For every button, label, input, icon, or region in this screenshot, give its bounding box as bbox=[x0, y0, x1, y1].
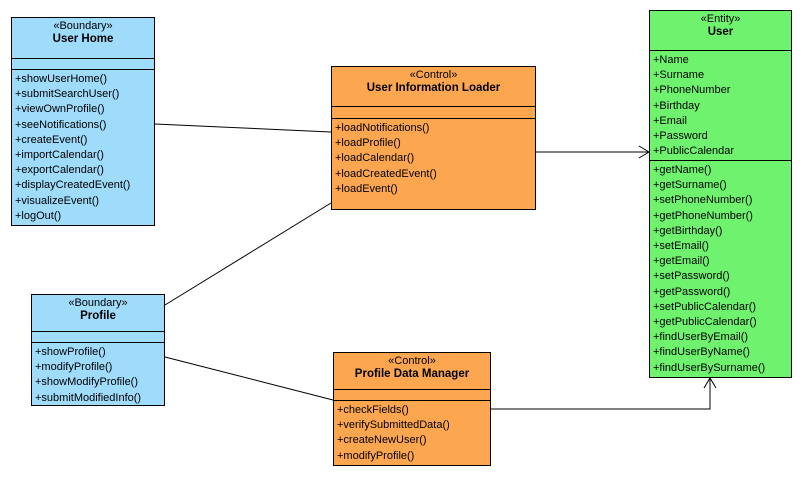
operation: +getEmail() bbox=[653, 255, 710, 268]
operation: +createEvent() bbox=[15, 133, 88, 146]
arrowhead-manager-user bbox=[703, 377, 717, 389]
stereotype-label: «Control» bbox=[409, 69, 458, 81]
attribute: +Birthday bbox=[653, 99, 700, 112]
class-name: User Home bbox=[52, 33, 114, 45]
association-profile-loader bbox=[164, 202, 332, 306]
class-name: Profile bbox=[80, 310, 116, 322]
operation: +getPassword() bbox=[653, 285, 731, 298]
class-user-information-loader[interactable]: «Control» User Information Loader +loadN… bbox=[331, 66, 536, 210]
class-name: User Information Loader bbox=[366, 82, 501, 94]
attribute: +PhoneNumber bbox=[653, 84, 731, 97]
class-header: «Entity» User bbox=[650, 11, 791, 50]
operation: +checkFields() bbox=[337, 404, 409, 416]
class-header: «Control» Profile Data Manager bbox=[334, 353, 490, 389]
attributes-compartment bbox=[334, 389, 490, 400]
operation: +getPublicCalendar() bbox=[653, 316, 757, 329]
operation: +showProfile() bbox=[35, 346, 106, 358]
operation: +loadEvent() bbox=[335, 182, 398, 195]
class-name: Profile Data Manager bbox=[354, 368, 470, 380]
operation: +seeNotifications() bbox=[15, 118, 107, 131]
operation: +viewOwnProfile() bbox=[15, 103, 105, 116]
operation: +setPhoneNumber() bbox=[653, 194, 753, 207]
operations-compartment: +checkFields() +verifySubmittedData() +c… bbox=[334, 400, 490, 466]
attributes-compartment bbox=[12, 58, 154, 69]
operation: +findUserByEmail() bbox=[653, 331, 749, 344]
operation: +showModifyProfile() bbox=[35, 376, 139, 389]
operation: +findUserByName() bbox=[653, 346, 750, 359]
operations-compartment: +loadNotifications() +loadProfile() +loa… bbox=[332, 118, 535, 199]
operation: +setPassword() bbox=[653, 270, 730, 283]
operations-compartment: +getName() +getSurname() +setPhoneNumber… bbox=[650, 160, 791, 378]
attribute: +PublicCalendar bbox=[653, 145, 735, 158]
operation: +visualizeEvent() bbox=[15, 194, 100, 207]
attributes-compartment: +Name +Surname +PhoneNumber +Birthday +E… bbox=[650, 50, 791, 160]
class-name: User bbox=[707, 26, 734, 38]
association-manager-user bbox=[491, 378, 711, 410]
operation: +submitModifiedInfo() bbox=[35, 391, 142, 404]
operations-compartment: +showProfile() +modifyProfile() +showMod… bbox=[32, 342, 164, 408]
class-header: «Boundary» User Home bbox=[12, 18, 154, 58]
attribute: +Surname bbox=[653, 69, 705, 82]
class-profile-data-manager[interactable]: «Control» Profile Data Manager +checkFie… bbox=[333, 352, 491, 466]
operation: +createNewUser() bbox=[337, 434, 427, 447]
class-header: «Boundary» Profile bbox=[32, 295, 164, 331]
operation: +showUserHome() bbox=[15, 73, 107, 85]
operation: +loadNotifications() bbox=[335, 122, 430, 134]
attribute: +Email bbox=[653, 114, 687, 127]
attributes-compartment bbox=[32, 331, 164, 342]
operation: +loadCreatedEvent() bbox=[335, 167, 437, 180]
stereotype-label: «Boundary» bbox=[53, 20, 113, 32]
class-user-home[interactable]: «Boundary» User Home +showUserHome() +su… bbox=[11, 17, 155, 226]
operation: +logOut() bbox=[15, 209, 62, 222]
attribute: +Password bbox=[653, 130, 708, 143]
class-profile[interactable]: «Boundary» Profile +showProfile() +modif… bbox=[31, 294, 165, 406]
association-profile-manager bbox=[164, 356, 334, 401]
operation: +loadCalendar() bbox=[335, 152, 415, 165]
operation: +setEmail() bbox=[653, 240, 709, 253]
stereotype-label: «Entity» bbox=[700, 13, 741, 25]
operation: +verifySubmittedData() bbox=[337, 419, 450, 432]
attribute: +Name bbox=[653, 54, 689, 66]
operations-compartment: +showUserHome() +submitSearchUser() +vie… bbox=[12, 69, 154, 226]
operation: +loadProfile() bbox=[335, 137, 401, 150]
operation: +getPhoneNumber() bbox=[653, 209, 753, 222]
association-userhome-loader bbox=[154, 123, 332, 133]
operation: +findUserBySurname() bbox=[653, 361, 766, 374]
class-user[interactable]: «Entity» User +Name +Surname +PhoneNumbe… bbox=[649, 10, 792, 378]
operation: +modifyProfile() bbox=[337, 449, 415, 462]
operation: +setPublicCalendar() bbox=[653, 300, 757, 313]
operation: +getName() bbox=[653, 164, 712, 176]
operation: +submitSearchUser() bbox=[15, 88, 120, 101]
stereotype-label: «Control» bbox=[388, 355, 436, 367]
operation: +exportCalendar() bbox=[15, 164, 104, 177]
class-header: «Control» User Information Loader bbox=[332, 67, 535, 106]
operation: +modifyProfile() bbox=[35, 361, 113, 374]
operation: +importCalendar() bbox=[15, 149, 104, 162]
attributes-compartment bbox=[332, 106, 535, 118]
operation: +displayCreatedEvent() bbox=[15, 179, 131, 192]
operation: +getBirthday() bbox=[653, 224, 723, 237]
operation: +getSurname() bbox=[653, 179, 727, 192]
stereotype-label: «Boundary» bbox=[68, 297, 128, 309]
